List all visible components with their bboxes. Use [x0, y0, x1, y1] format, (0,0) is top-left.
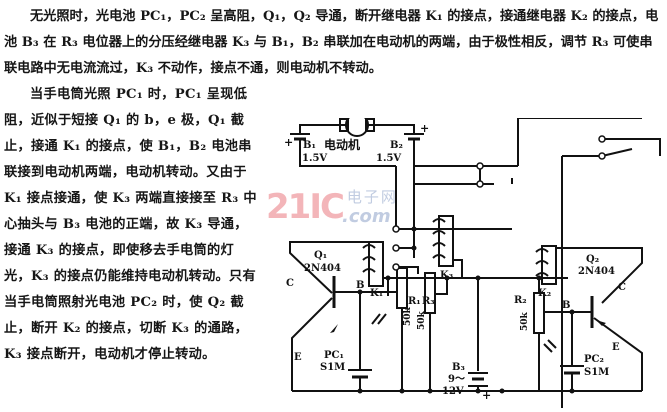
q1-c-label: C — [286, 278, 294, 289]
q2-c-label: C — [618, 282, 626, 293]
r3-name: R₃ — [422, 296, 435, 307]
k3-label: K₃ — [440, 270, 453, 281]
b2-value: 1.5V — [376, 153, 401, 164]
r2-name: R₂ — [514, 295, 527, 306]
pc1-value: S1M — [320, 362, 345, 373]
r3-value: 50k — [417, 310, 427, 330]
q2-part: 2N404 — [578, 266, 615, 277]
r1-value: 50k — [403, 306, 413, 326]
intro-paragraph: 无光照时，光电池 PC₁，PC₂ 呈高阻，Q₁，Q₂ 导通，断开继电器 K₁ 的… — [4, 9, 659, 76]
pc1-name: PC₁ — [324, 350, 344, 361]
watermark-main: 21IC — [266, 187, 345, 227]
b3-value-1: 9～ — [448, 374, 465, 385]
q1-part: 2N404 — [304, 263, 341, 274]
k2-label: K₂ — [538, 288, 551, 299]
watermark-com: .com — [342, 206, 391, 227]
q1-name: Q₁ — [314, 250, 327, 261]
watermark-cn: 电子网 — [346, 188, 398, 206]
q2-b-label: B — [562, 300, 570, 311]
operation-paragraph: 当手电筒光照 PC₁ 时，PC₁ 呈现低阻，近似于短接 Q₁ 的 b，e 极，Q… — [4, 87, 257, 362]
q1-b-label: B — [356, 280, 364, 291]
pc2-value: S1M — [584, 367, 609, 378]
b1-name: B₁ — [303, 140, 316, 151]
b1-value: 1.5V — [302, 153, 327, 164]
r2-value: 50k — [520, 311, 530, 331]
q1-e-label: E — [294, 352, 302, 363]
q2-name: Q₂ — [586, 254, 599, 265]
b2-name: B₂ — [390, 140, 403, 151]
q2-e-label: E — [612, 342, 620, 353]
k1-label: K₁ — [370, 288, 383, 299]
pc2-name: PC₂ — [584, 354, 604, 365]
b3-polarity: + — [482, 389, 491, 402]
r1-name: R₁ — [408, 296, 421, 307]
b2-polarity: + — [420, 122, 429, 135]
circuit-diagram: 电动机 + B₁ 1.5V B₂ 1.5V + Q₁ 2N404 C B E K… — [262, 93, 667, 410]
b1-polarity: + — [284, 136, 293, 149]
b3-name: B₃ — [452, 362, 465, 373]
b3-value-2: 12V — [442, 386, 464, 397]
motor-label: 电动机 — [324, 137, 360, 152]
